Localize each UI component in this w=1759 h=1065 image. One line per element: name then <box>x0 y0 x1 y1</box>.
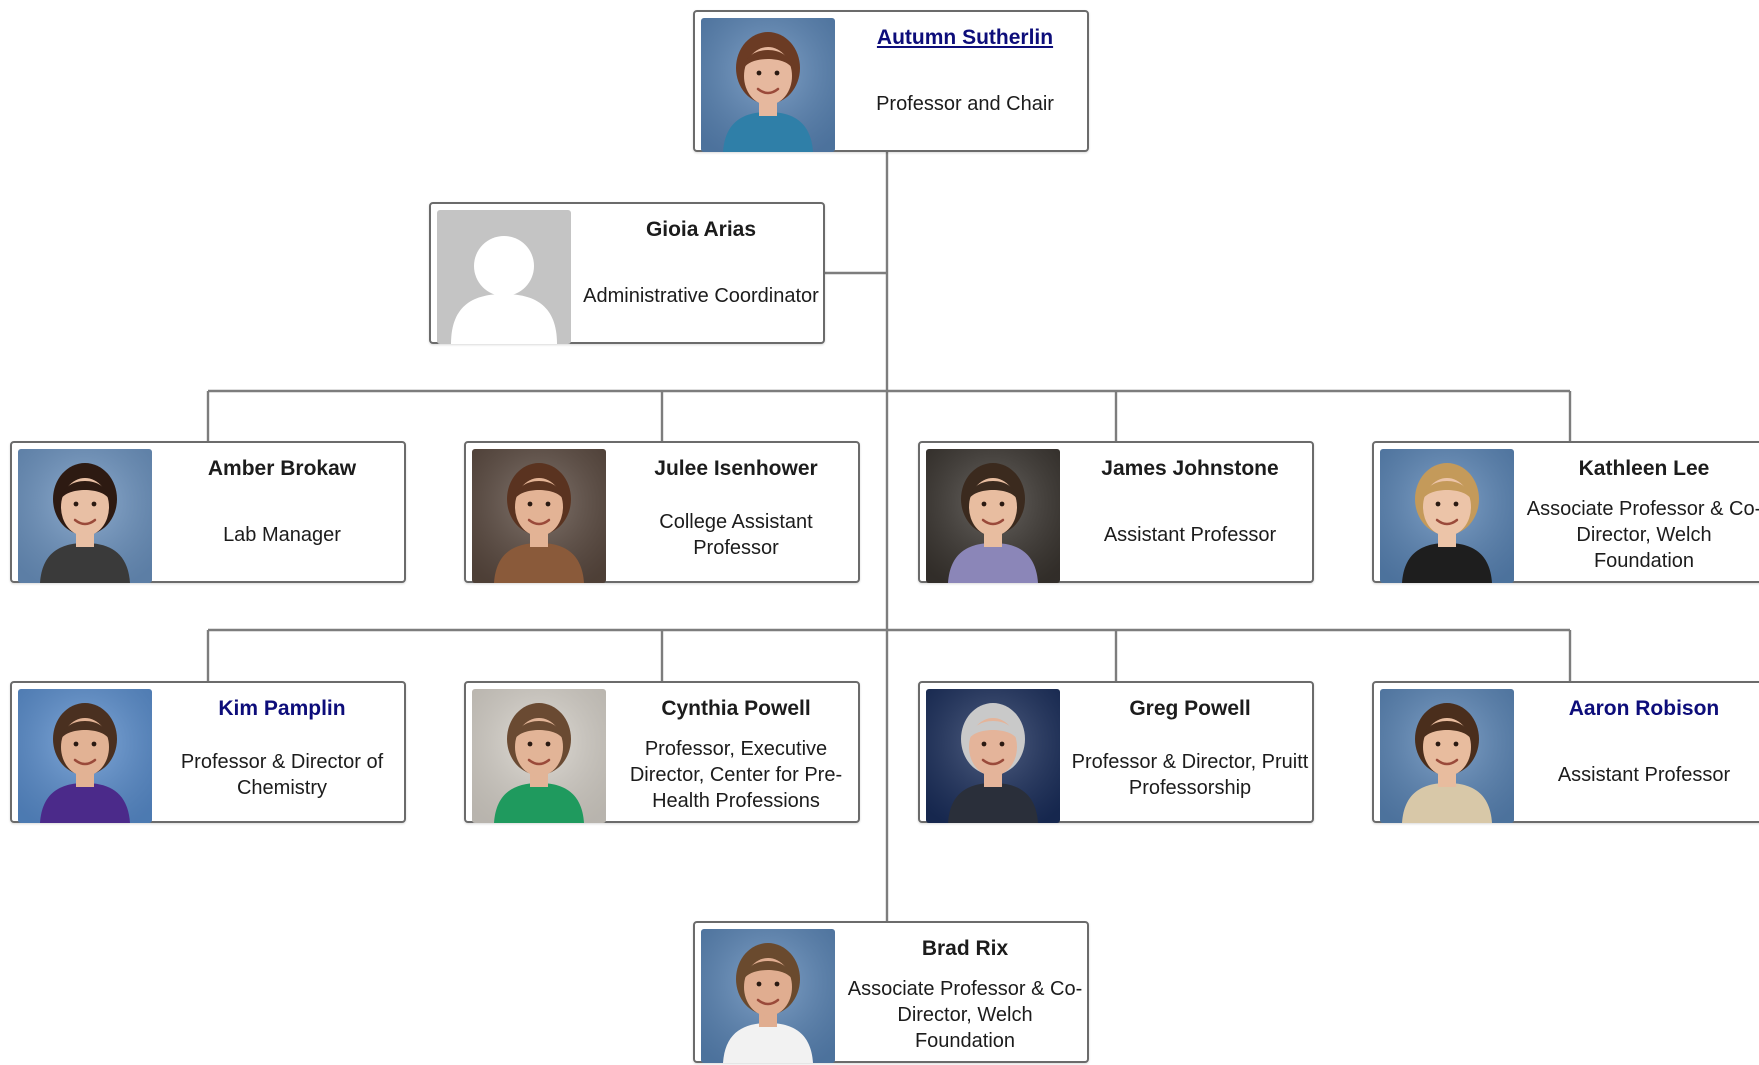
person-name: Gioia Arias <box>645 218 757 241</box>
person-role: Associate Professor & Co-Director, Welch… <box>847 978 1083 1052</box>
profile-photo <box>472 689 606 823</box>
profile-photo <box>701 929 835 1063</box>
person-role: Professor & Director of Chemistry <box>180 751 384 799</box>
person-role: Assistant Professor <box>1557 764 1731 786</box>
person-role: Assistant Professor <box>1103 524 1277 546</box>
person-role: Lab Manager <box>223 524 341 546</box>
profile-photo <box>701 18 835 152</box>
person-name[interactable]: Aaron Robison <box>1568 697 1720 720</box>
person-role: Associate Professor & Co-Director, Welch… <box>1526 498 1759 572</box>
person-name: Cynthia Powell <box>661 697 811 720</box>
person-name: James Johnstone <box>1101 457 1279 480</box>
person-role: Professor, Executive Director, Center fo… <box>629 738 843 812</box>
profile-photo <box>926 449 1060 583</box>
profile-photo <box>926 689 1060 823</box>
person-role: Professor & Director, Pruitt Professorsh… <box>1071 751 1309 799</box>
person-name: Brad Rix <box>921 937 1009 960</box>
person-name[interactable]: Kim Pamplin <box>218 697 346 720</box>
person-name: Greg Powell <box>1129 697 1251 720</box>
person-role: Professor and Chair <box>876 93 1054 115</box>
person-name: Amber Brokaw <box>207 457 357 480</box>
profile-photo <box>1380 689 1514 823</box>
profile-photo <box>472 449 606 583</box>
profile-photo <box>1380 449 1514 583</box>
person-name[interactable]: Autumn Sutherlin <box>876 26 1054 49</box>
person-name: Julee Isenhower <box>654 457 818 480</box>
default-avatar-icon <box>437 210 571 344</box>
person-role: College Assistant Professor <box>659 511 813 559</box>
person-role: Administrative Coordinator <box>583 285 819 307</box>
profile-photo <box>18 689 152 823</box>
profile-photo <box>18 449 152 583</box>
person-name: Kathleen Lee <box>1578 457 1710 480</box>
